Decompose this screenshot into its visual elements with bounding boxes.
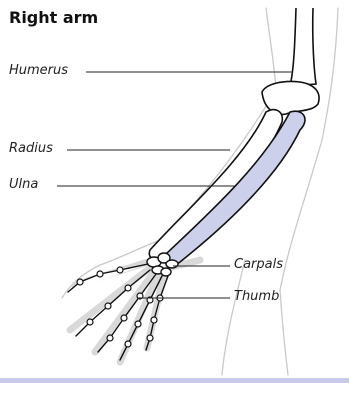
ulna-bone bbox=[164, 111, 305, 265]
label-thumb: Thumb bbox=[234, 290, 279, 304]
label-radius: Radius bbox=[9, 142, 53, 156]
diagram-title: Right arm bbox=[9, 8, 98, 27]
hand-halo bbox=[70, 260, 200, 362]
label-ulna: Ulna bbox=[9, 178, 38, 192]
label-humerus: Humerus bbox=[9, 64, 68, 78]
humerus-bone bbox=[262, 8, 319, 114]
label-carpals: Carpals bbox=[234, 258, 283, 272]
bottom-bar bbox=[0, 378, 349, 383]
